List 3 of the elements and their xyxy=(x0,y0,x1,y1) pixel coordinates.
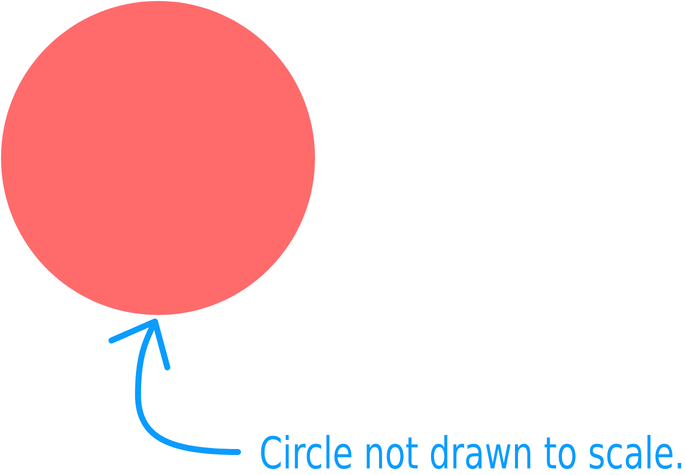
circle xyxy=(1,1,315,315)
annotation-text: Circle not drawn to scale. xyxy=(261,434,682,470)
leader-arrow xyxy=(108,318,241,455)
